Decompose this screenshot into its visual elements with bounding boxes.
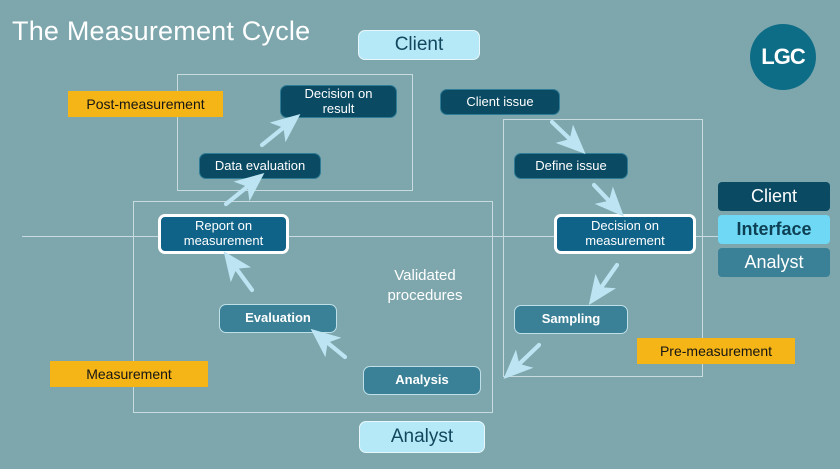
tag-pre-measurement: Pre-measurement	[637, 338, 795, 364]
tag-pre-measurement-label: Pre-measurement	[659, 343, 773, 359]
chip-client-label: Client	[394, 34, 444, 55]
lgc-logo-text: LGC	[761, 44, 805, 69]
legend-item-analyst-label: Analyst	[744, 252, 804, 272]
interface-divider-line	[22, 236, 720, 237]
node-analysis-label: Analysis	[395, 372, 449, 388]
tag-measurement: Measurement	[50, 361, 208, 387]
node-define-issue: Define issue	[514, 153, 628, 179]
node-analysis: Analysis	[363, 366, 481, 395]
node-report-on-measurement-label: Report on measurement	[183, 218, 264, 248]
caption-line-1: Validated	[394, 267, 456, 284]
node-sampling: Sampling	[514, 305, 628, 334]
legend: Client Interface Analyst	[718, 182, 830, 281]
caption-line-2: procedures	[387, 286, 463, 304]
legend-item-client-label: Client	[750, 186, 798, 206]
frame-measurement	[133, 201, 493, 413]
node-evaluation-label: Evaluation	[245, 310, 311, 326]
node-data-evaluation-label: Data evaluation	[214, 157, 306, 173]
chip-analyst-label: Analyst	[390, 426, 454, 447]
validated-procedures-caption: Validated procedures	[370, 266, 480, 305]
legend-item-interface: Interface	[718, 215, 830, 244]
tag-post-measurement-label: Post-measurement	[86, 96, 205, 112]
node-define-issue-label: Define issue	[535, 157, 607, 173]
node-data-evaluation: Data evaluation	[199, 153, 321, 179]
legend-item-client: Client	[718, 182, 830, 211]
frame-post-measurement	[177, 74, 413, 191]
frame-pre-measurement	[503, 119, 703, 377]
lgc-logo: LGC	[750, 24, 816, 90]
page-title: The Measurement Cycle	[12, 16, 311, 46]
node-client-issue: Client issue	[440, 89, 560, 115]
node-client-issue-label: Client issue	[466, 93, 534, 109]
node-sampling-label: Sampling	[541, 311, 601, 327]
node-report-on-measurement: Report on measurement	[158, 214, 289, 254]
chip-client: Client	[358, 30, 480, 60]
legend-item-analyst: Analyst	[718, 248, 830, 277]
node-decision-on-result-label: Decision on result	[304, 85, 373, 116]
node-decision-on-measurement: Decision on measurement	[554, 214, 696, 254]
tag-post-measurement: Post-measurement	[68, 91, 223, 117]
node-decision-on-measurement-label: Decision on measurement	[585, 218, 665, 248]
legend-item-interface-label: Interface	[736, 219, 812, 239]
node-decision-on-result: Decision on result	[280, 85, 397, 118]
node-evaluation: Evaluation	[219, 304, 337, 333]
chip-analyst: Analyst	[359, 421, 485, 453]
tag-measurement-label: Measurement	[86, 366, 172, 382]
